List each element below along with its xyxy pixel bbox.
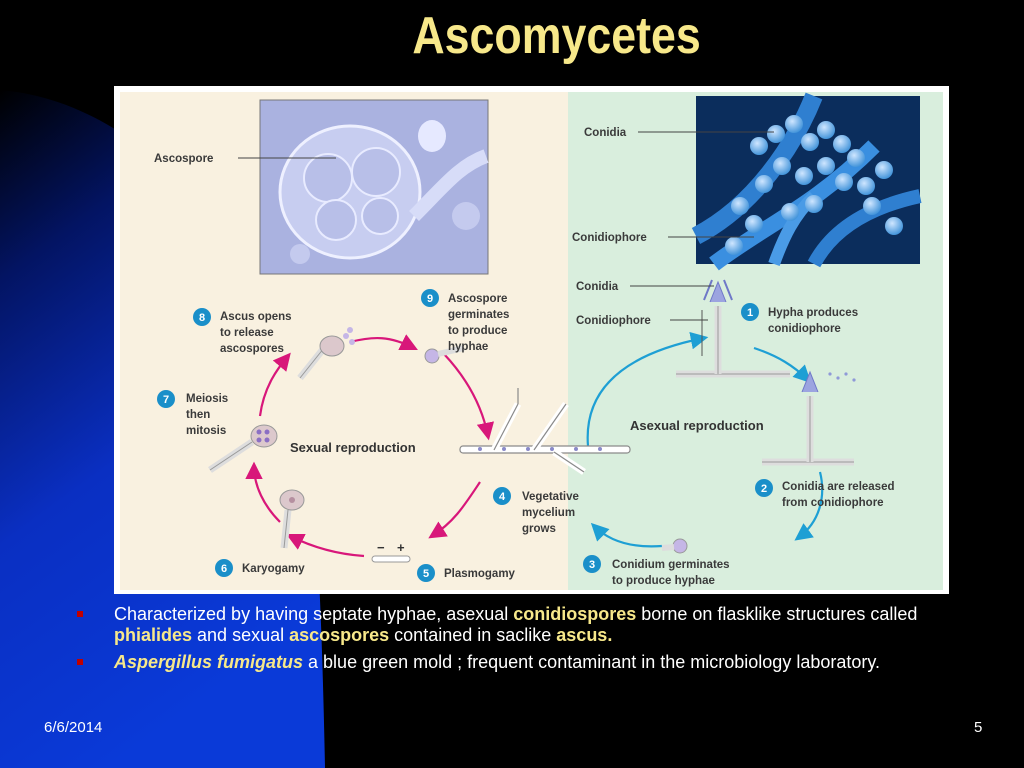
step-5-number: 5 — [423, 568, 429, 580]
svg-text:+: + — [397, 540, 405, 555]
step-9-number: 9 — [427, 293, 433, 305]
step-1-number: 1 — [747, 307, 753, 319]
step-9-label-line: germinates — [448, 309, 509, 321]
step-7-label-line: then — [186, 409, 210, 421]
step-3-badge — [583, 555, 601, 573]
asexual-arrow-1 — [753, 346, 812, 384]
step-7-badge — [157, 390, 175, 408]
step-4-label-line: mycelium — [522, 507, 575, 519]
step-6-label-line: Karyogamy — [242, 563, 305, 575]
sexual-arrow-8 — [349, 334, 418, 350]
step-8-label-line: ascospores — [220, 343, 284, 355]
sexual-arrow-9 — [443, 353, 495, 441]
bullet-marker — [77, 659, 83, 665]
step-4-label-line: grows — [522, 523, 556, 535]
step-8-number: 8 — [199, 312, 205, 324]
sexual-arrow-4 — [428, 481, 481, 539]
bullet-list: Characterized by having septate hyphae, … — [74, 604, 994, 679]
step-2-label-line: Conidia are released — [782, 481, 895, 493]
germinating-ascospore-illustration — [424, 345, 465, 364]
step-5-label-line: Plasmogamy — [444, 568, 516, 580]
bullet-item-2: Aspergillus fumigatus a blue green mold … — [74, 652, 994, 673]
conidiophore-illustration-1 — [676, 279, 790, 378]
step-5-badge — [417, 564, 435, 582]
step-9-badge — [421, 289, 439, 307]
step-8-badge — [193, 308, 211, 326]
sexual-reproduction-label: Sexual reproduction — [290, 440, 416, 455]
step-9-label-line: Ascospore — [448, 293, 507, 305]
conidia-micro-label: Conidia — [584, 127, 627, 139]
sexual-arrow-7 — [258, 352, 291, 417]
step-3-label-line: Conidium germinates — [612, 559, 730, 571]
sexual-arrow-6 — [245, 461, 281, 523]
step-7-label-line: Meiosis — [186, 393, 228, 405]
ascomycete-life-cycle-figure: Ascospore Conidia Conidiophore — [114, 86, 949, 594]
mycelium-illustration — [459, 388, 631, 475]
conidiophore-cycle-label: Conidiophore — [576, 315, 651, 327]
asexual-arrow-4 — [586, 331, 709, 447]
step-7-label-line: mitosis — [186, 425, 226, 437]
step-3-number: 3 — [589, 559, 595, 571]
step-3-label-line: to produce hyphae — [612, 575, 715, 587]
step-1-label-line: Hypha produces — [768, 307, 858, 319]
conidiophore-illustration-2 — [762, 370, 856, 466]
ascospore-micrograph — [259, 99, 489, 275]
ascus-open-illustration — [297, 327, 355, 381]
step-2-label-line: from conidiophore — [782, 497, 884, 509]
conidiophore-micro-label: Conidiophore — [572, 232, 647, 244]
slide-date: 6/6/2014 — [44, 719, 103, 736]
step-4-number: 4 — [499, 491, 506, 503]
step-4-badge — [493, 487, 511, 505]
asexual-arrow-2 — [794, 471, 824, 541]
asexual-arrow-3 — [590, 522, 663, 548]
slide-title: Ascomycetes — [412, 7, 701, 65]
ascospore-label: Ascospore — [154, 153, 213, 165]
step-8-label-line: Ascus opens — [220, 311, 292, 323]
step-4-label-line: Vegetative — [522, 491, 579, 503]
conidium-germinating-illustration — [661, 538, 688, 554]
step-9-label-line: hyphae — [448, 341, 488, 353]
bullet-marker — [77, 611, 83, 617]
step-8-label-line: to release — [220, 327, 274, 339]
sexual-arrow-5 — [286, 534, 365, 558]
step-9-label-line: to produce — [448, 325, 507, 337]
step-1-badge — [741, 303, 759, 321]
step-1-label-line: conidiophore — [768, 323, 841, 335]
step-6-number: 6 — [221, 563, 227, 575]
conidia-cycle-label: Conidia — [576, 281, 619, 293]
slide-page-number: 5 — [974, 719, 983, 736]
karyogamy-illustration — [279, 489, 305, 549]
plasmogamy-illustration: − + — [371, 540, 411, 563]
step-2-number: 2 — [761, 483, 767, 495]
conidia-micrograph — [691, 92, 922, 271]
step-7-number: 7 — [163, 394, 169, 406]
bullet-item-1: Characterized by having septate hyphae, … — [74, 604, 994, 646]
svg-text:−: − — [377, 540, 385, 555]
step-2-badge — [755, 479, 773, 497]
asexual-reproduction-label: Asexual reproduction — [630, 418, 764, 433]
ascus-spores-illustration — [208, 424, 278, 473]
step-6-badge — [215, 559, 233, 577]
